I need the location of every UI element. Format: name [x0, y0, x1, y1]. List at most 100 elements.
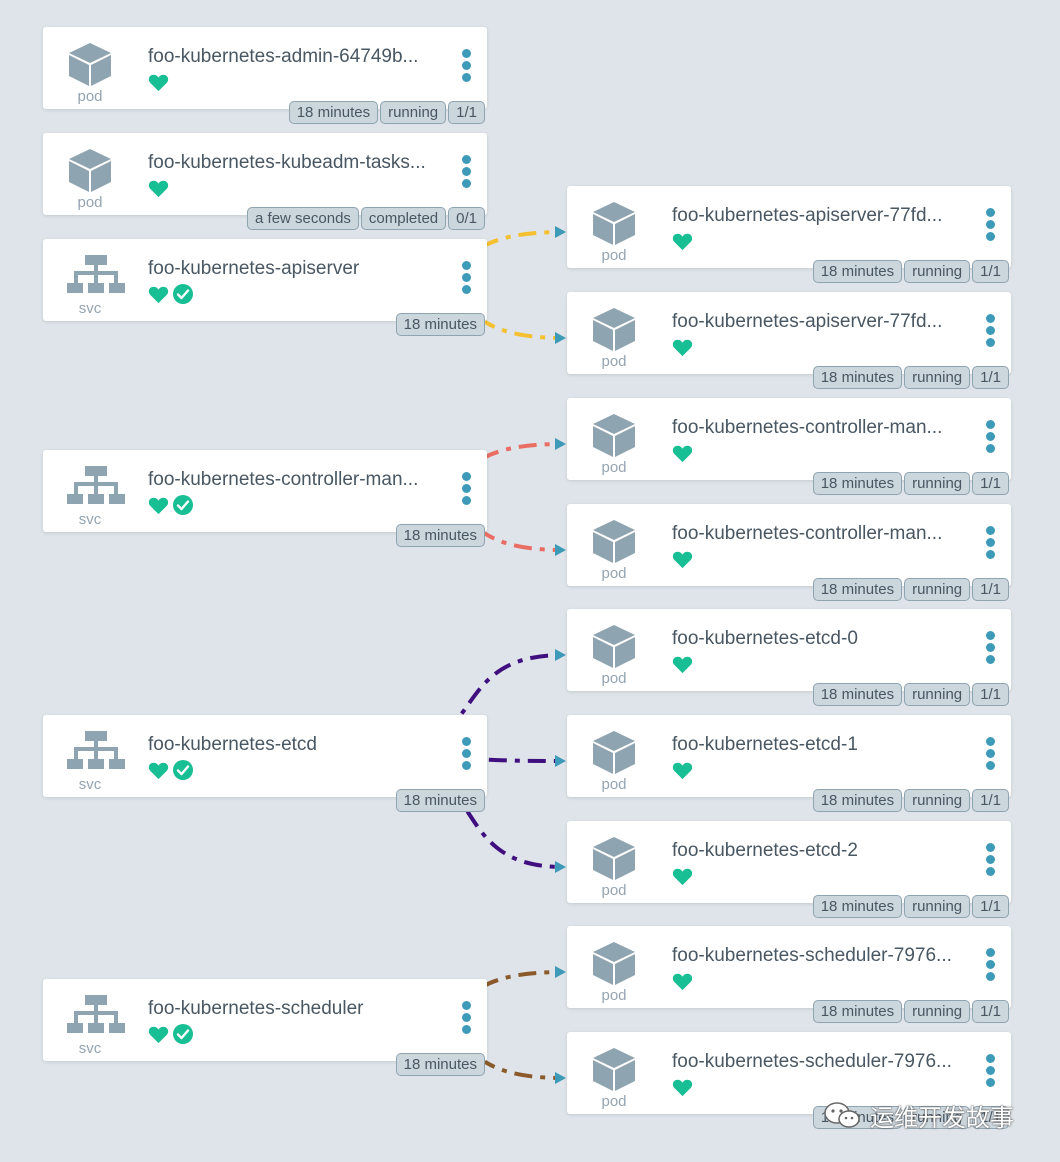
- service-node[interactable]: svc foo-kubernetes-controller-man... 18 mi…: [43, 450, 487, 547]
- healthy-heart-icon: [148, 74, 169, 91]
- resource-tags: 18 minutes: [395, 789, 485, 812]
- more-options-icon[interactable]: [983, 948, 997, 986]
- resource-name: foo-kubernetes-apiserver-77fd...: [672, 205, 943, 226]
- ready-count-tag: 1/1: [972, 895, 1009, 918]
- health-status: [148, 1023, 193, 1045]
- healthy-heart-icon: [148, 762, 169, 779]
- resource-name: foo-kubernetes-apiserver-77fd...: [672, 311, 943, 332]
- more-options-icon[interactable]: [983, 208, 997, 246]
- ready-count-tag: 1/1: [972, 366, 1009, 389]
- more-options-icon[interactable]: [459, 472, 473, 510]
- service-network-icon: svc: [61, 991, 125, 1057]
- status-tag: running: [904, 1000, 971, 1023]
- healthy-heart-icon: [672, 551, 693, 568]
- edge-arrow-icon: [555, 544, 566, 556]
- healthy-heart-icon: [672, 233, 693, 250]
- more-options-icon[interactable]: [459, 155, 473, 193]
- resource-name: foo-kubernetes-controller-man...: [148, 469, 419, 490]
- more-options-icon[interactable]: [983, 526, 997, 564]
- edge-line: [371, 489, 564, 552]
- edge-arrow-icon: [555, 226, 566, 238]
- healthy-heart-icon: [148, 180, 169, 197]
- more-options-icon[interactable]: [983, 314, 997, 352]
- pod-cube-icon: pod: [585, 516, 643, 582]
- resource-name: foo-kubernetes-apiserver: [148, 258, 360, 279]
- healthy-heart-icon: [148, 286, 169, 303]
- resource-name: foo-kubernetes-admin-64749b...: [148, 46, 419, 67]
- resource-tags: 18 minutes: [395, 524, 485, 547]
- resource-name: foo-kubernetes-scheduler-7976...: [672, 945, 952, 966]
- status-tag: running: [904, 472, 971, 495]
- health-status: [148, 494, 193, 516]
- watermark-text: 运维开发故事: [870, 1105, 1014, 1132]
- edge-arrow-icon: [555, 1072, 566, 1084]
- status-tag: running: [904, 366, 971, 389]
- health-status: [672, 970, 693, 992]
- ready-count-tag: 1/1: [972, 1106, 1009, 1129]
- more-options-icon[interactable]: [983, 631, 997, 669]
- more-options-icon[interactable]: [459, 737, 473, 775]
- resource-kind-label: pod: [601, 565, 627, 582]
- ready-count-tag: 0/1: [448, 207, 485, 230]
- health-status: [148, 759, 193, 781]
- resource-kind-label: pod: [601, 776, 627, 793]
- resource-kind-label: pod: [601, 1093, 627, 1110]
- more-options-icon[interactable]: [983, 1054, 997, 1092]
- edge-line: [371, 230, 564, 282]
- ready-count-tag: 1/1: [972, 1000, 1009, 1023]
- service-network-icon: svc: [61, 251, 125, 317]
- edge-arrow-icon: [555, 649, 566, 661]
- more-options-icon[interactable]: [983, 737, 997, 775]
- more-options-icon[interactable]: [459, 261, 473, 299]
- more-options-icon[interactable]: [983, 420, 997, 458]
- more-options-icon[interactable]: [459, 1001, 473, 1039]
- age-tag: 18 minutes: [812, 260, 903, 283]
- age-tag: 18 minutes: [395, 1053, 485, 1076]
- health-status: [148, 283, 193, 305]
- synced-check-icon: [173, 495, 193, 515]
- status-tag: completed: [360, 207, 447, 230]
- resource-tags: 18 minutes: [395, 313, 485, 336]
- edge-line: [371, 970, 564, 1022]
- resource-kind-label: svc: [78, 300, 102, 317]
- health-status: [672, 548, 693, 570]
- more-options-icon[interactable]: [459, 49, 473, 87]
- resource-kind-label: pod: [601, 882, 627, 899]
- healthy-heart-icon: [672, 1079, 693, 1096]
- service-node[interactable]: svc foo-kubernetes-apiserver 18 minutes: [43, 239, 487, 336]
- edge-arrow-icon: [555, 332, 566, 344]
- resource-tags: 18 minutes: [395, 1053, 485, 1076]
- ready-count-tag: 1/1: [972, 789, 1009, 812]
- resource-name: foo-kubernetes-etcd-1: [672, 734, 858, 755]
- resource-name: foo-kubernetes-controller-man...: [672, 417, 943, 438]
- healthy-heart-icon: [672, 445, 693, 462]
- healthy-heart-icon: [148, 1026, 169, 1043]
- health-status: [672, 1076, 693, 1098]
- age-tag: 18 minutes: [812, 895, 903, 918]
- more-options-icon[interactable]: [983, 843, 997, 881]
- pod-cube-icon: pod: [585, 621, 643, 687]
- status-tag: running: [904, 683, 971, 706]
- pod-cube-icon: pod: [585, 1044, 643, 1110]
- edge-arrow-icon: [555, 966, 566, 978]
- resource-kind-label: pod: [77, 194, 103, 211]
- age-tag: 18 minutes: [395, 313, 485, 336]
- resource-kind-label: svc: [78, 511, 102, 528]
